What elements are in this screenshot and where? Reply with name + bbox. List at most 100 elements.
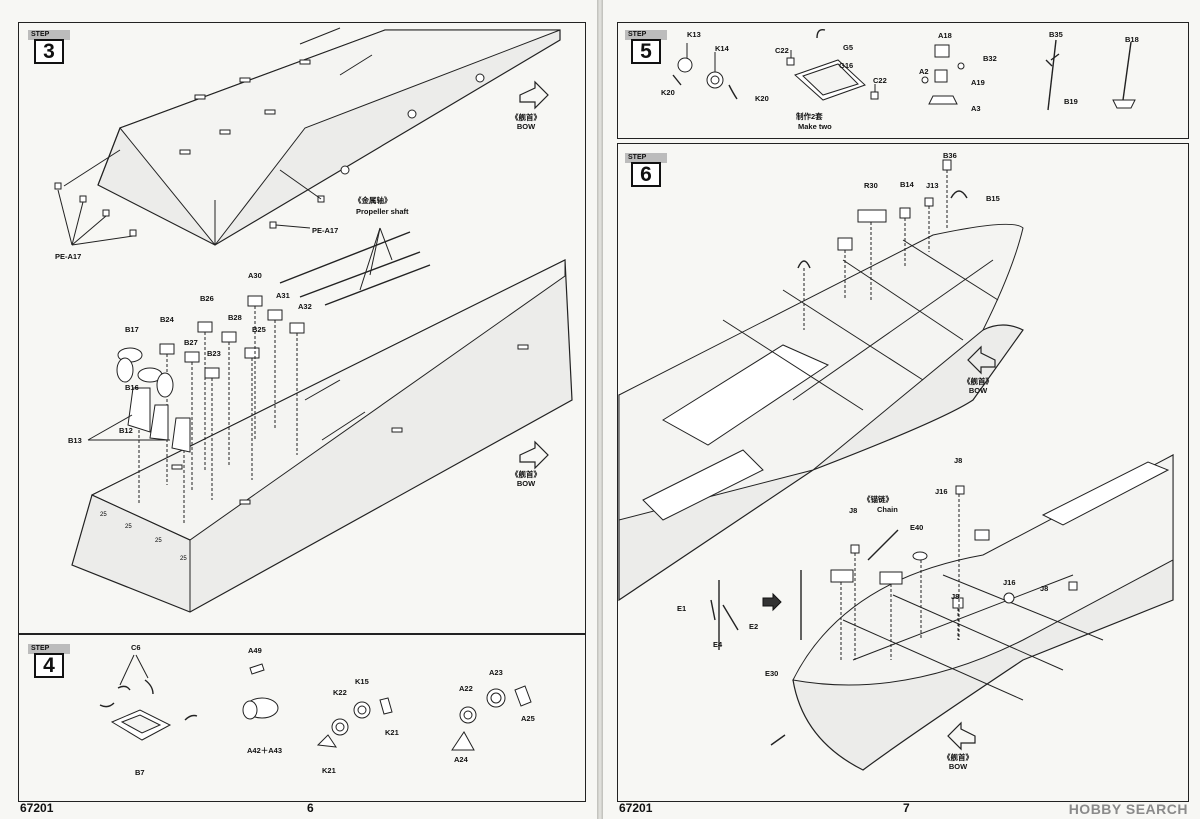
- label-b12: B12: [119, 426, 133, 435]
- label-e40: E40: [910, 523, 924, 532]
- label-a49: A49: [248, 646, 262, 655]
- mast-base-assembly: [99, 654, 198, 741]
- label-j8-right: J8: [1040, 584, 1049, 593]
- label-k13: K13: [687, 30, 701, 39]
- bow-arrow-top: [967, 345, 996, 375]
- gun-mount-parts: [921, 44, 965, 105]
- label-e4: E4: [713, 640, 723, 649]
- propellers: [116, 347, 174, 398]
- svg-text:25: 25: [125, 524, 132, 530]
- label-b28: B28: [228, 313, 242, 322]
- label-chain-cn: 《锚链》: [863, 495, 893, 504]
- step-number: 3: [34, 39, 64, 64]
- label-shaft-cn: 《金属轴》: [354, 196, 392, 205]
- step3-panel: [18, 22, 586, 634]
- bow-cn: 《舰首》: [963, 377, 993, 386]
- bow-en: BOW: [968, 386, 988, 395]
- bow-label-top: 《舰首》 BOW: [958, 377, 998, 395]
- footer-product-code: 67201: [20, 801, 54, 815]
- label-e1: E1: [677, 604, 687, 613]
- ventilator-assembly: [242, 663, 279, 720]
- searchlight-assembly: [316, 697, 393, 748]
- label-b27: B27: [184, 338, 198, 347]
- label-a24: A24: [454, 755, 468, 764]
- label-j8-top: J8: [954, 456, 963, 465]
- label-r30: R30: [864, 181, 878, 190]
- label-a3: A3: [971, 104, 981, 113]
- upper-boat-cabin: [662, 344, 830, 446]
- right-page: STEP 5 K13 K14 K20 K: [603, 0, 1200, 819]
- bow-en: BOW: [516, 479, 536, 488]
- label-b7: B7: [135, 768, 145, 777]
- label-k22: K22: [333, 688, 347, 697]
- bow-label-bottom: 《舰首》 BOW: [938, 753, 978, 771]
- label-k21-right: K21: [385, 728, 399, 737]
- label-k15: K15: [355, 677, 369, 686]
- label-e2: E2: [749, 622, 759, 631]
- step-number: 6: [631, 162, 661, 187]
- svg-text:25: 25: [155, 538, 162, 544]
- bow-en: BOW: [948, 762, 968, 771]
- label-pe-a17-left: PE-A17: [55, 252, 82, 261]
- label-make-two-en: Make two: [798, 122, 832, 131]
- label-a19: A19: [971, 78, 985, 87]
- label-k20-left: K20: [661, 88, 675, 97]
- label-b18: B18: [1125, 35, 1139, 44]
- step-word: STEP: [625, 153, 667, 163]
- rudders: [87, 387, 191, 453]
- label-j8-low: J8: [951, 592, 960, 601]
- step-word: STEP: [625, 30, 667, 40]
- step5-panel: [617, 22, 1189, 139]
- bow-arrow-top: [519, 80, 549, 110]
- footer-page-number: 6: [307, 801, 314, 815]
- label-b26: B26: [200, 294, 214, 303]
- label-a42-a43: A42＋A43: [247, 746, 283, 755]
- label-j13: J13: [926, 181, 939, 190]
- label-b24: B24: [160, 315, 174, 324]
- label-j16-top: J16: [935, 487, 948, 496]
- bow-cn: 《舰首》: [511, 113, 541, 122]
- label-shaft-en: Propeller shaft: [356, 207, 409, 216]
- footer-product-code: 67201: [619, 801, 653, 815]
- label-a32: A32: [298, 302, 312, 311]
- label-c22-right: C22: [873, 76, 887, 85]
- label-b23: B23: [207, 349, 221, 358]
- bow-cn: 《舰首》: [943, 753, 973, 762]
- label-a25: A25: [521, 714, 535, 723]
- step4-drawing: [99, 654, 532, 751]
- bow-label-top: 《舰首》 BOW: [508, 113, 544, 131]
- upper-hull-bottom: [119, 29, 561, 246]
- label-a23: A23: [489, 668, 503, 677]
- bow-en: BOW: [516, 122, 536, 131]
- upper-boat-parts: [797, 159, 968, 330]
- step-number: 5: [631, 39, 661, 64]
- step6-badge: STEP 6: [625, 153, 667, 187]
- step-number: 4: [34, 653, 64, 678]
- label-k21-left: K21: [322, 766, 336, 775]
- label-pe-a17-right: PE-A17: [312, 226, 339, 235]
- step3-badge: STEP 3: [28, 30, 70, 64]
- searchlight-assembly-2: [451, 685, 532, 751]
- step-word: STEP: [28, 644, 70, 654]
- label-b16: B16: [125, 383, 139, 392]
- lower-boat-cabin-roof: [1041, 461, 1170, 526]
- label-g16: G16: [839, 61, 854, 70]
- label-k20-right: K20: [755, 94, 769, 103]
- label-b14: B14: [900, 180, 914, 189]
- step6-drawing: [618, 159, 1174, 771]
- pe-a17-parts: [54, 149, 325, 246]
- label-b32: B32: [983, 54, 997, 63]
- step-word: STEP: [28, 30, 70, 40]
- step3-drawing: 25 25 25 25: [54, 27, 573, 613]
- step4-badge: STEP 4: [28, 644, 70, 678]
- label-b17: B17: [125, 325, 139, 334]
- label-c6: C6: [131, 643, 141, 652]
- label-make-two-cn: 制作2套: [796, 112, 823, 121]
- davit-frame-parts: [786, 28, 879, 101]
- label-b25: B25: [252, 325, 266, 334]
- upper-hull-details: [179, 27, 485, 175]
- propeller-shafts: [279, 227, 431, 306]
- step4-panel: [18, 634, 586, 802]
- label-j16-mid: J16: [1003, 578, 1016, 587]
- bow-label-bottom: 《舰首》 BOW: [508, 470, 544, 488]
